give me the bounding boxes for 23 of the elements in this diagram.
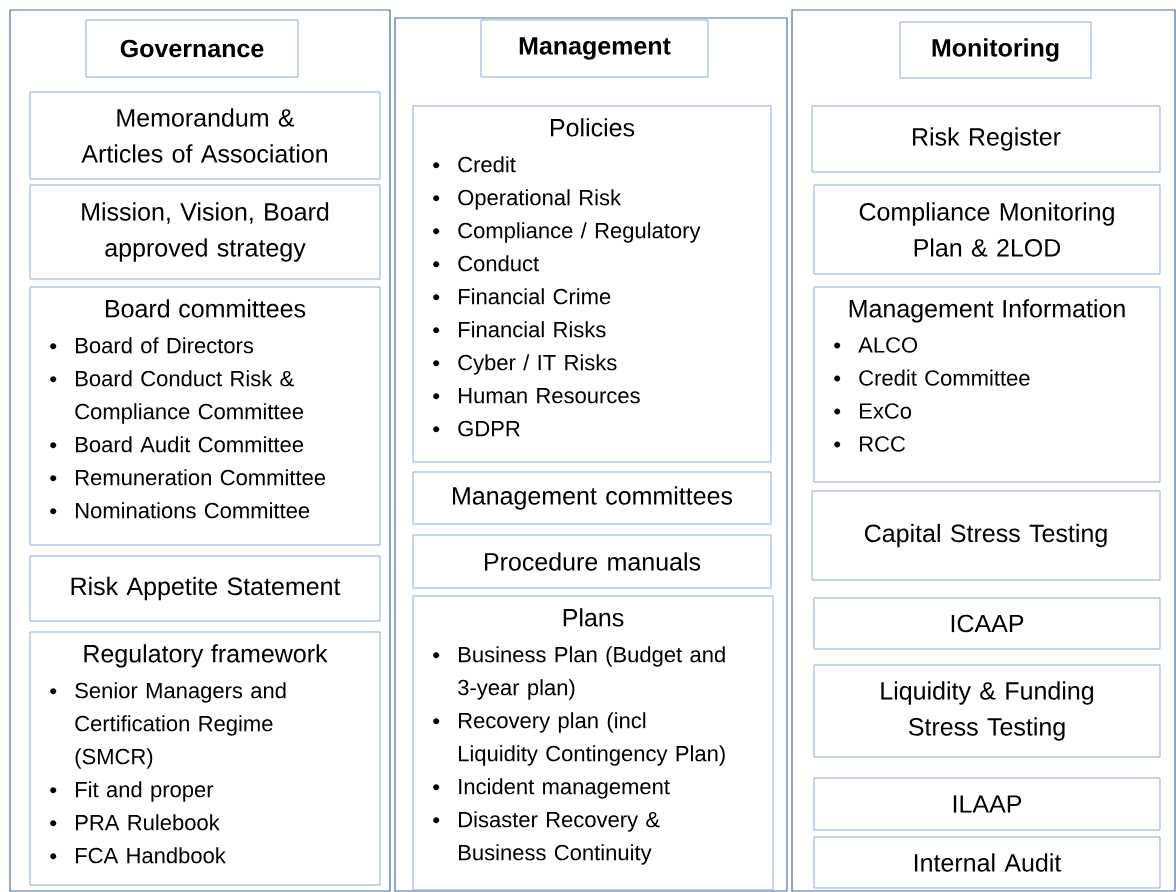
item-box: ICAAP xyxy=(813,597,1161,650)
item-box: Capital Stress Testing xyxy=(811,490,1161,581)
column-panel xyxy=(9,9,391,892)
column-panel xyxy=(791,9,1176,892)
header-box: Governance xyxy=(85,19,299,78)
item-box: Risk Appetite Statement xyxy=(29,555,381,622)
header-box: Management xyxy=(480,19,709,78)
item-box: Procedure manuals xyxy=(412,534,772,589)
item-box: Compliance Monitoring Plan & 2LOD xyxy=(813,184,1161,275)
list-box: Plans Business Plan (Budget and 3-year plan) Recovery plan (incl Liquidity Contingency Plan) Incident management Disaster Recovery & Business Continuity xyxy=(412,595,774,891)
item-box: Internal Audit xyxy=(813,836,1161,889)
list-box: Board committees Board of Directors Board Conduct Risk & Compliance Committee Board Audit Committee Remuneration Committee Nominations Committee xyxy=(29,286,381,546)
item-box: Liquidity & Funding Stress Testing xyxy=(813,664,1161,758)
list-box: Regulatory framework Senior Managers and Certification Regime (SMCR) Fit and proper PRA Rulebook FCA Handbook xyxy=(29,631,381,886)
item-box: Management committees xyxy=(412,471,772,525)
list-box: Management Information ALCO Credit Committee ExCo RCC xyxy=(813,286,1161,483)
item-box: Mission, Vision, Board approved strategy xyxy=(29,184,381,280)
item-box: ILAAP xyxy=(813,777,1161,831)
header-box: Monitoring xyxy=(899,21,1092,79)
column-panel xyxy=(394,17,788,892)
list-box: Policies Credit Operational Risk Compliance / Regulatory Conduct Financial Crime Financial Risks Cyber / IT Risks Human Resources GDPR xyxy=(412,105,772,463)
item-box: Risk Register xyxy=(811,105,1161,173)
item-box: Memorandum & Articles of Association xyxy=(29,91,381,180)
